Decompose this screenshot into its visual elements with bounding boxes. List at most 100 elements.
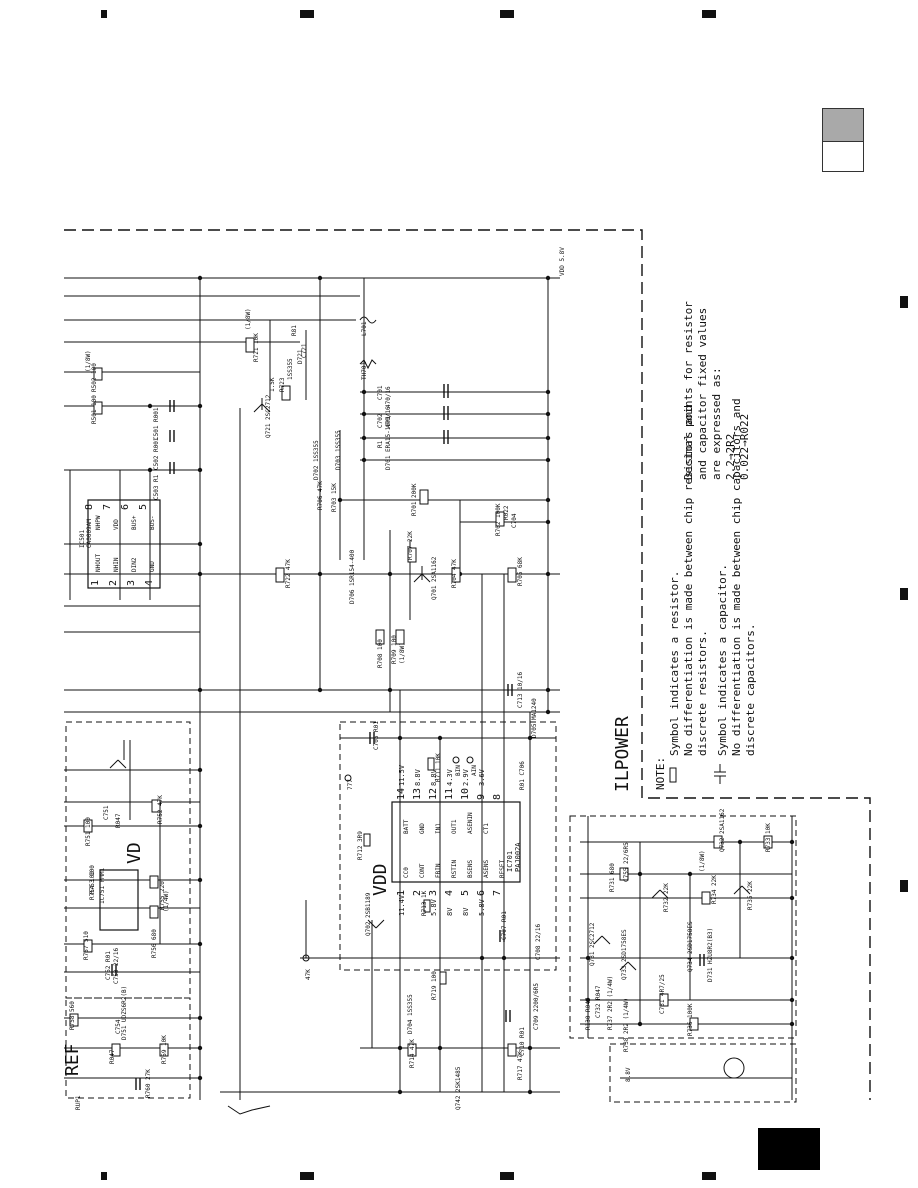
component-label: C751: [103, 805, 110, 820]
component-label: C755 22/6R5: [623, 842, 630, 882]
component-label: R722 47K: [285, 559, 292, 588]
component-label: R501 100: [91, 395, 98, 424]
ic-c701-pin: 4: [444, 890, 455, 896]
component-label: C502 R001: [153, 437, 160, 470]
component-label: C752 R01: [105, 951, 112, 980]
component-label: R758 560: [69, 1001, 76, 1030]
ic-c701-pin: 5: [460, 890, 471, 896]
ic-c501-pin: 3: [126, 580, 137, 586]
note-capacitor-line-2: No differentiation is made between chip …: [730, 398, 743, 756]
component-label: R047: [109, 1049, 116, 1064]
capacitor-symbols: [111, 384, 705, 1090]
ic-c701-pin: 11: [444, 788, 455, 800]
transistor-symbols: [109, 398, 751, 1079]
component-label: R707 22K: [407, 531, 414, 560]
ic-c701-voltage: 8V: [446, 907, 454, 916]
component-label: (1/8W): [85, 350, 92, 372]
capacitor-symbol-icon: [714, 764, 726, 784]
component-label: C705 R01: [373, 721, 380, 750]
component-label: RUP1: [75, 1095, 82, 1110]
ic-c701-pin: 8: [492, 794, 503, 800]
component-label: C710 R01: [519, 1027, 526, 1056]
ic-c501-pin-label: NHIN: [113, 557, 120, 572]
outer-dashed-frame: [64, 229, 871, 1100]
component-label: 1.5K: [269, 377, 276, 392]
component-label: C713 10/16: [517, 671, 524, 708]
component-label: R737 2R2 (1/4W): [607, 976, 614, 1030]
ic-c501-pin-label: DIN2: [131, 557, 138, 572]
note-decimal-line-5: 0.022→R022: [738, 414, 751, 480]
component-label: R754 100: [89, 871, 96, 900]
ic-c701-voltage: 11.4V: [398, 894, 406, 916]
section-ilpower-label: ILPOWER: [612, 716, 633, 792]
ic-c701-pin-label: GND: [419, 823, 426, 834]
component-label: (1/8W): [699, 850, 706, 872]
component-label: R01 C706: [519, 761, 526, 790]
note-resistor-line-3: discrete resistors.: [696, 630, 709, 756]
component-label: C702: [377, 413, 384, 428]
ic-c701-pin-label: OUT1: [451, 819, 458, 834]
component-label: D703 1SS355: [335, 430, 342, 470]
component-label: R711 10K: [435, 753, 442, 782]
component-label: 47K: [305, 969, 312, 980]
page-number-box: [758, 1128, 820, 1170]
ic-c701-pin-label: CT1: [483, 823, 490, 834]
component-label: R723: [279, 377, 286, 392]
ic-c701-pin-label: CONT: [419, 863, 426, 878]
ic-c701-name: IC701: [506, 851, 514, 872]
ic-c701-voltage: 4.3V: [446, 768, 454, 786]
ic-c701-voltage: 2.9V: [462, 768, 470, 786]
component-label: C701: [377, 385, 384, 400]
chapter-tab: [822, 108, 864, 172]
component-label: AIN: [471, 765, 478, 776]
component-label: D751 UDZS6R2(B): [121, 986, 128, 1040]
component-label: (1/8W): [245, 308, 252, 330]
component-label: R733 10K: [765, 823, 772, 852]
ic-c701-pin: 9: [476, 794, 487, 800]
ic-c501-pin-label: GND: [149, 561, 156, 572]
component-label: C754: [115, 1019, 122, 1034]
component-label: R755 220: [159, 881, 166, 910]
section-boxes: [65, 721, 797, 1103]
component-label: BIN: [455, 765, 462, 776]
component-label: C707 R01: [501, 911, 508, 940]
component-label: R759 10K: [161, 1035, 168, 1064]
ic-c701-part: PAJ002A: [514, 842, 522, 872]
ic-c701-pin: 6: [476, 890, 487, 896]
note-resistor-line-1: Symbol indicates a resistor.: [668, 571, 681, 756]
component-label: Q731 2SC2712: [589, 922, 596, 966]
component-label: Q721 2SC2712: [265, 394, 272, 438]
component-label: R732 22K: [663, 883, 670, 912]
component-label: D704 1SS355: [407, 994, 414, 1034]
ic-c701-pin-label: ASENS: [483, 860, 490, 878]
component-label: R734 22K: [711, 875, 718, 904]
component-label: D705 MA1240: [531, 698, 538, 738]
component-label: TH701: [361, 362, 368, 380]
ic-c501-pins: 8 7 6 5 1 2 3 4 NHPW VDD BUS+ BUS- NHOUT…: [79, 504, 156, 586]
note-block: NOTE: Symbol indicates a resistor. No di…: [654, 301, 757, 790]
component-label: D706 1SR154-400: [349, 549, 356, 604]
ic-c701-pin: 2: [412, 890, 423, 896]
resistor-symbol-icon: [669, 767, 677, 783]
note-decimal-line-1: Decimal points for resistor: [682, 301, 695, 480]
ic-c501-pin: 4: [144, 580, 155, 586]
ic-c701-pin-label: ASENIN: [467, 812, 474, 834]
ic-c701-pin-label: RESET: [499, 860, 506, 878]
ic-c501-pin-label: NHOUT: [95, 554, 102, 572]
component-label: Q734 2SD1758ES: [687, 921, 694, 972]
ic-c701-pin: 1: [396, 890, 407, 896]
note-decimal-line-2: and capacitor fixed values: [696, 308, 709, 480]
registration-marks: [101, 10, 908, 1180]
component-label: R719 100: [431, 971, 438, 1000]
component-label: Q742 2SK1485: [455, 1066, 462, 1110]
component-label: R706 47K: [317, 481, 324, 510]
component-label: R731 680: [609, 863, 616, 892]
ic-outlines: [87, 499, 521, 931]
component-label: R704 47K: [451, 559, 458, 588]
ic-c701-pin: 10: [460, 788, 471, 800]
component-label: C721: [301, 343, 308, 358]
ic-c501-part: CA0009AM: [86, 519, 93, 548]
ic-c701-pin-label: BATT: [403, 819, 410, 834]
component-label: C753 22/16: [113, 947, 120, 984]
inductor-l701: [359, 316, 377, 370]
